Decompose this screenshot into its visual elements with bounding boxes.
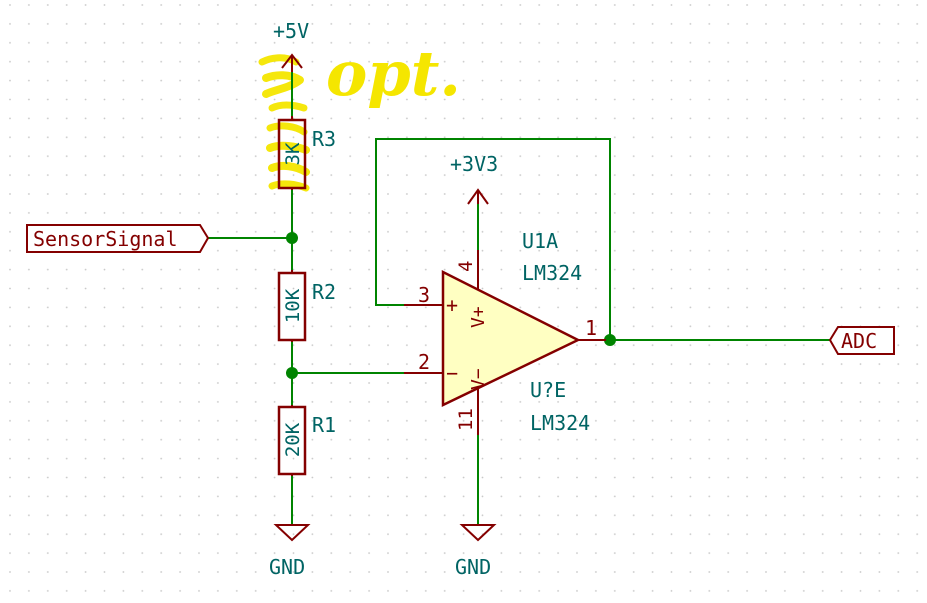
- opamp-pin3-number: 3: [418, 283, 430, 307]
- highlight-strike-6: [268, 161, 310, 176]
- adc-label: ADC: [828, 326, 895, 355]
- power-3v3-symbol: [467, 188, 489, 205]
- highlight-strike-4: [266, 122, 308, 136]
- r1-value: 20K: [282, 422, 304, 457]
- opamp-symbol: [404, 250, 606, 435]
- opamp-pin1-number: 1: [585, 316, 597, 340]
- wire-feedback: [375, 138, 611, 340]
- sensor-signal-label: SensorSignal: [26, 224, 210, 253]
- r2-value: 10K: [282, 288, 304, 323]
- gnd-left-symbol: [273, 524, 311, 542]
- junction-output-node: [604, 334, 616, 346]
- junction-sensor-node: [286, 232, 298, 244]
- opamp-pin11-number: 11: [455, 408, 477, 431]
- resistor-r1: 20K: [277, 405, 307, 476]
- opamp-power-value: LM324: [530, 411, 590, 435]
- opamp-pin4-number: 4: [455, 261, 477, 272]
- power-3v3-label: +3V3: [450, 152, 498, 176]
- junction-divider-node: [286, 367, 298, 379]
- r3-ref: R3: [312, 127, 336, 151]
- opamp-plus-symbol: +: [446, 293, 458, 317]
- adc-text: ADC: [841, 329, 877, 353]
- gnd-right-label: GND: [455, 555, 491, 579]
- gnd-right-symbol: [459, 524, 497, 542]
- highlight-strike-5: [266, 141, 310, 154]
- opamp-power-ref: U?E: [530, 378, 566, 402]
- handwritten-note: opt.: [326, 37, 461, 110]
- resistor-r2: 10K: [277, 270, 307, 342]
- opamp-vminus-label: V−: [468, 368, 489, 390]
- opamp-unit-ref: U1A: [522, 229, 558, 253]
- resistor-r3: 3K: [277, 116, 307, 190]
- power-5v-label: +5V: [273, 19, 309, 43]
- opamp-vplus-label: V+: [468, 306, 489, 328]
- r2-ref: R2: [312, 280, 336, 304]
- power-5v-symbol: [281, 53, 303, 72]
- opamp-unit-value: LM324: [522, 261, 582, 285]
- r1-ref: R1: [312, 413, 336, 437]
- highlight-strike-3: [268, 101, 308, 112]
- junctions: [286, 232, 616, 379]
- highlight-strike-2: [262, 71, 304, 98]
- opamp-minus-symbol: −: [446, 361, 458, 385]
- opamp-body: [441, 269, 581, 407]
- r3-value: 3K: [282, 142, 304, 165]
- gnd-left-label: GND: [269, 555, 305, 579]
- opamp-pin2-number: 2: [418, 350, 430, 374]
- sensor-signal-text: SensorSignal: [33, 227, 178, 251]
